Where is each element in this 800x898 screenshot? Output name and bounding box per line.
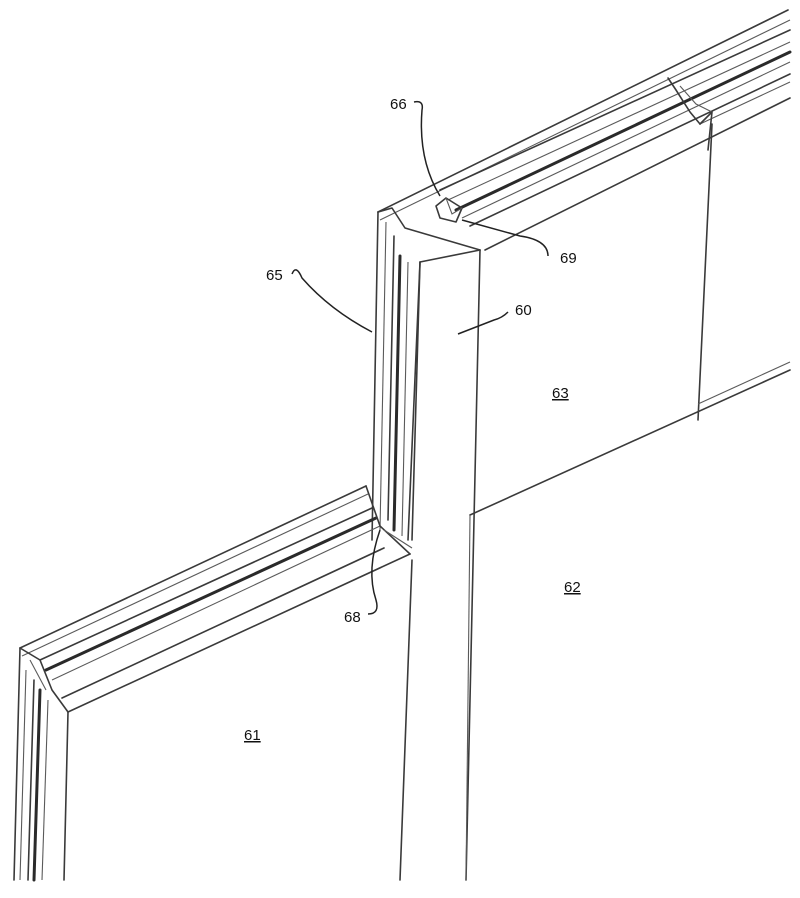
leader-69 — [461, 219, 549, 257]
upper-panel-63 — [377, 9, 792, 516]
label-65: 65 — [266, 267, 283, 284]
lower-panel-61 — [13, 485, 413, 882]
leader-lines — [291, 100, 549, 615]
leader-66 — [413, 100, 441, 197]
lower-panel-62 — [465, 514, 471, 881]
label-61: 61 — [244, 727, 261, 744]
label-60: 60 — [515, 302, 532, 319]
label-66: 66 — [390, 96, 407, 113]
leader-60 — [457, 311, 509, 335]
label-69: 69 — [560, 250, 577, 267]
leader-65 — [291, 269, 373, 333]
label-63: 63 — [552, 385, 569, 402]
leader-68 — [367, 529, 381, 615]
label-62: 62 — [564, 579, 581, 596]
label-68: 68 — [344, 609, 361, 626]
post-60 — [371, 207, 481, 881]
